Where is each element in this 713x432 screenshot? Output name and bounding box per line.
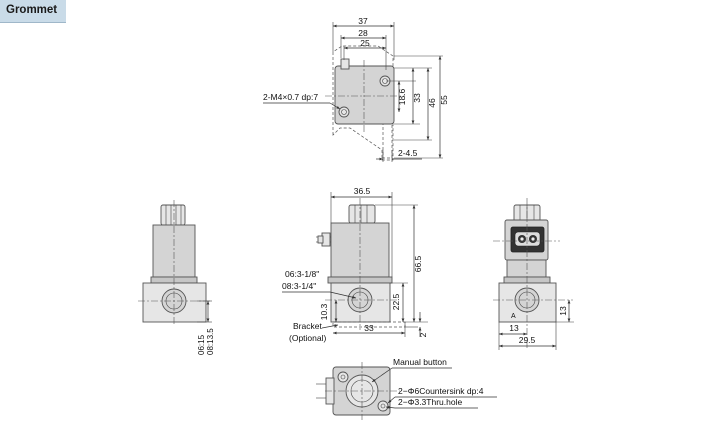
left-view: 06:15 08:13.5: [138, 200, 215, 355]
dim-66-5: 66.5: [413, 255, 423, 272]
port-06: 06:3-1/8": [285, 269, 319, 279]
dim-13-h: 13: [509, 323, 519, 333]
countersink-label: 2−Φ6Countersink dp:4: [398, 386, 484, 396]
top-view: 37 28 25 55 46 33 18.6 2-M4×0.7 dp:7 2-4…: [263, 16, 449, 162]
dim-13-v: 13: [558, 306, 568, 316]
tab-label: Grommet: [6, 4, 58, 16]
dim-37: 37: [358, 16, 368, 26]
dim-25: 25: [360, 38, 370, 48]
dim-33: 33: [412, 93, 422, 103]
grommet-tab[interactable]: Grommet: [0, 0, 66, 23]
front-view: 36.5 66.5 22.5 10.3 33 2 06:3-1/8" 08:3-…: [282, 186, 428, 343]
dim-33: 33: [364, 323, 374, 333]
dim-55: 55: [439, 95, 449, 105]
right-view: A 13 13 29.5: [493, 198, 574, 350]
dim-2: 2: [418, 332, 428, 337]
dim-29-5: 29.5: [519, 335, 536, 345]
manual-button-label: Manual button: [393, 357, 447, 367]
optional-label: (Optional): [289, 333, 326, 343]
dim-2-4-5: 2-4.5: [398, 148, 418, 158]
dim-28: 28: [358, 28, 368, 38]
port-a-label: A: [511, 313, 516, 320]
dim-06-15: 06:15: [197, 334, 206, 355]
bottom-view: Manual button 2−Φ6Countersink dp:4 2−Φ3.…: [316, 357, 497, 420]
port-08: 08:3-1/4": [282, 281, 316, 291]
dim-22-5: 22.5: [391, 293, 401, 310]
bracket-label: Bracket: [293, 321, 322, 331]
callout-m4: 2-M4×0.7 dp:7: [263, 92, 318, 102]
dim-08-13-5: 08:13.5: [206, 328, 215, 355]
dim-18-6: 18.6: [397, 88, 407, 105]
dim-46: 46: [427, 98, 437, 108]
thru-hole-label: 2−Φ3.3Thru.hole: [398, 397, 462, 407]
dim-36-5: 36.5: [354, 186, 371, 196]
dim-10-3: 10.3: [319, 303, 329, 320]
